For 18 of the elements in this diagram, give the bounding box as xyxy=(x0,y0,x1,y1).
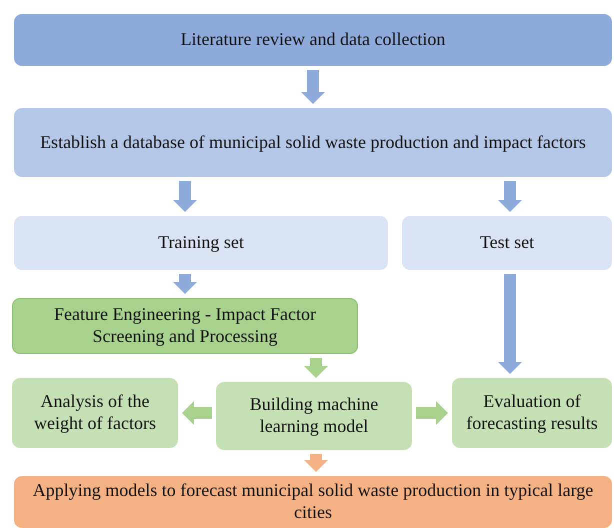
process-box: Establish a database of municipal solid waste production and impact factors xyxy=(14,108,612,177)
process-box: Test set xyxy=(402,216,612,270)
block-arrow xyxy=(304,454,328,472)
process-box: Evaluation of forecasting results xyxy=(452,378,612,448)
process-box: Applying models to forecast municipal solid waste production in typical large cities xyxy=(14,476,612,528)
process-box: Literature review and data collection xyxy=(14,14,612,66)
process-box: Training set xyxy=(14,216,388,270)
process-box: Feature Engineering - Impact Factor Screening and Processing xyxy=(12,298,358,354)
process-box: Analysis of the weight of factors xyxy=(12,378,178,448)
block-arrow xyxy=(182,401,212,425)
block-arrow xyxy=(304,358,328,378)
block-arrow xyxy=(498,274,522,374)
process-box: Building machine learning model xyxy=(216,382,412,450)
block-arrow xyxy=(301,70,325,104)
block-arrow xyxy=(416,401,448,425)
block-arrow xyxy=(498,181,522,212)
block-arrow xyxy=(173,181,197,212)
block-arrow xyxy=(173,274,197,294)
